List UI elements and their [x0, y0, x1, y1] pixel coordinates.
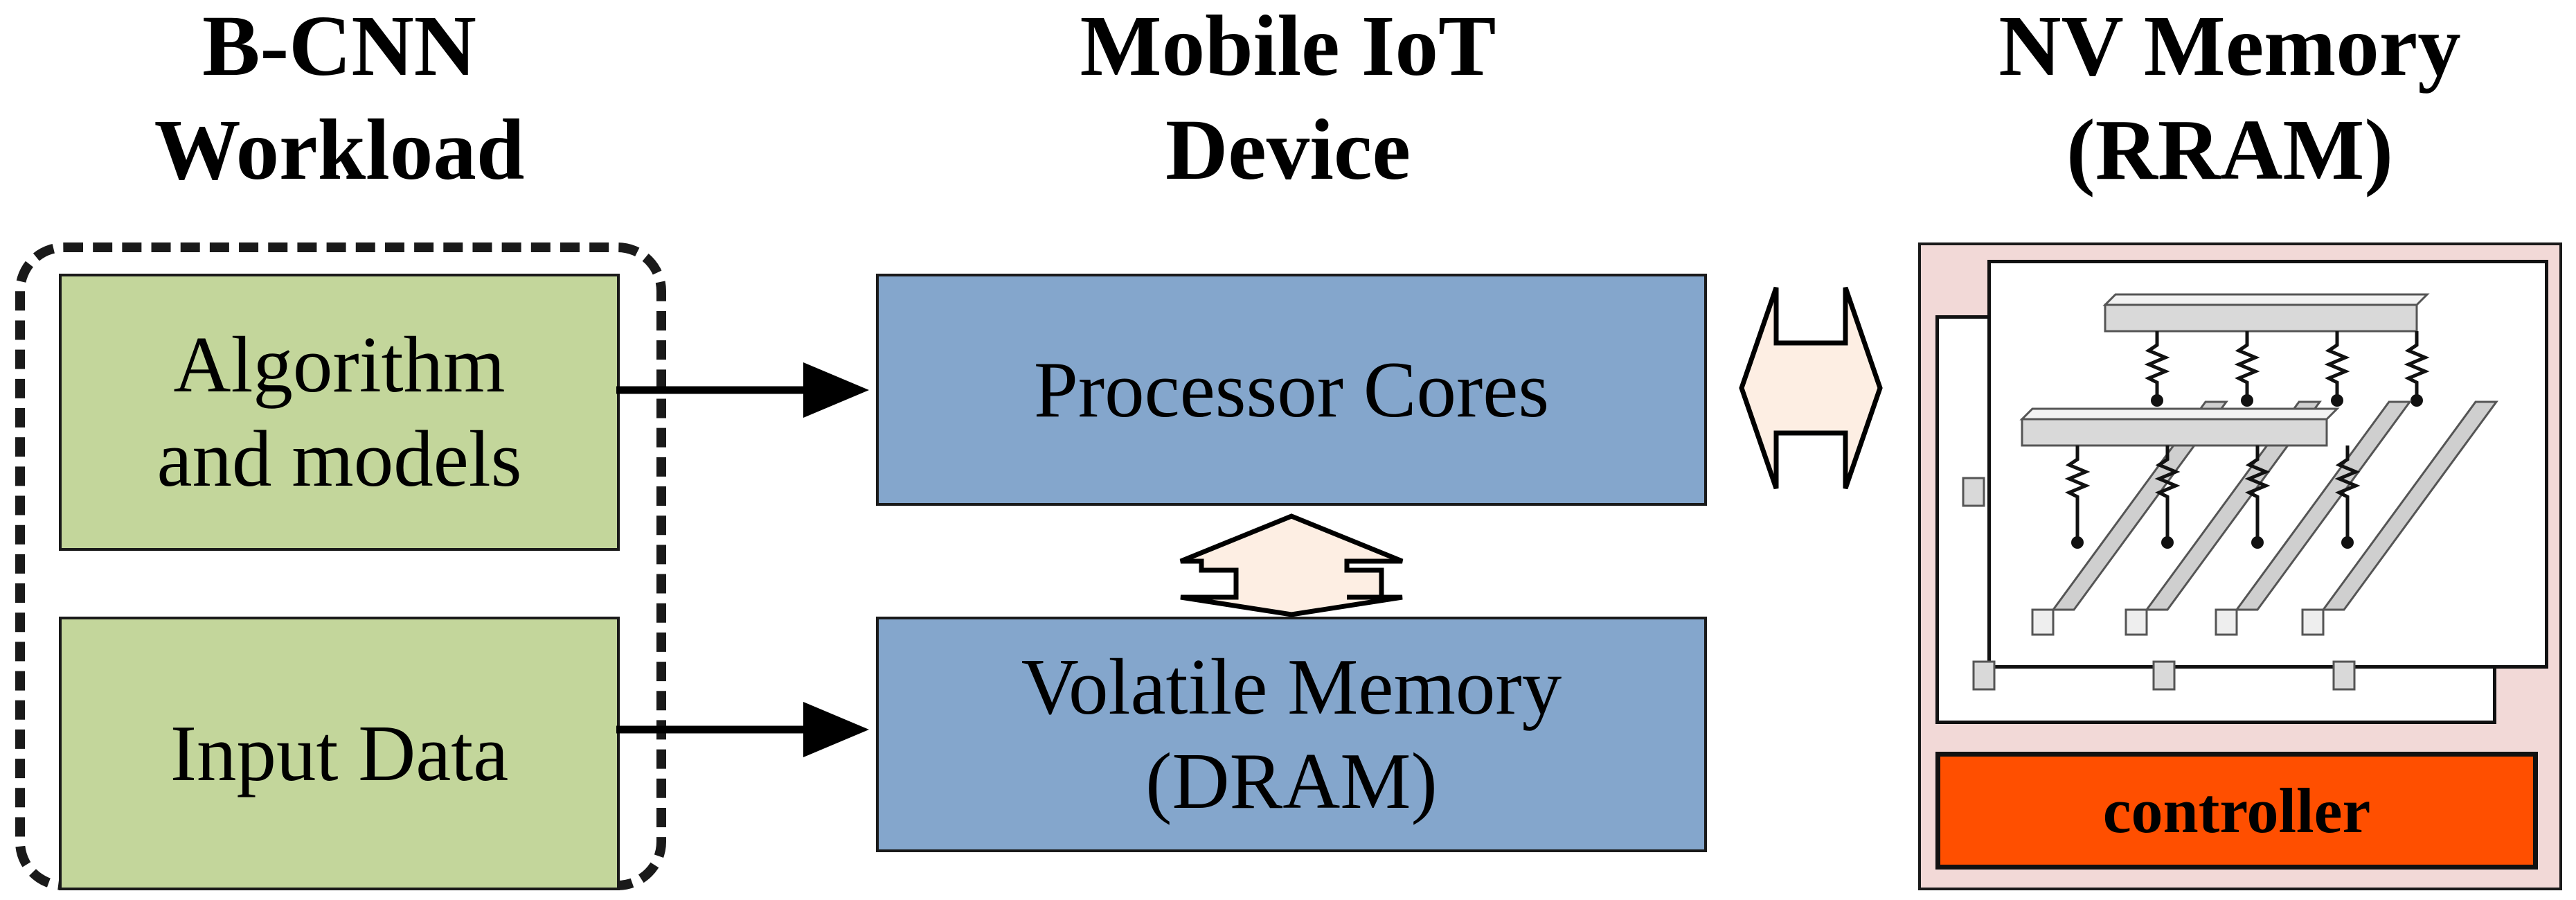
nvmemory-heading: NV Memory (RRAM) [1925, 0, 2534, 202]
input-data-box: Input Data [59, 617, 620, 890]
workload-heading-line-2: Workload [154, 103, 525, 198]
algorithm-box: Algorithm and models [59, 274, 620, 551]
nvmemory-heading-line-1: NV Memory [1998, 0, 2461, 94]
algorithm-to-processor-arrow [616, 362, 869, 418]
processor-cores-box: Processor Cores [876, 274, 1707, 506]
controller-box: controller [1935, 752, 2538, 870]
device-heading: Mobile IoT Device [1011, 0, 1565, 202]
device-nvmemory-double-arrow [1739, 286, 1883, 490]
volatile-memory-line-2: (DRAM) [1145, 737, 1438, 825]
input-data-box-label: Input Data [170, 709, 509, 797]
processor-dram-double-arrow [1179, 513, 1404, 617]
volatile-memory-line-1: Volatile Memory [1021, 643, 1562, 731]
input-to-volatile-arrow [616, 702, 869, 757]
processor-cores-label: Processor Cores [1033, 345, 1550, 434]
volatile-memory-box: Volatile Memory (DRAM) [876, 617, 1707, 852]
device-heading-line-1: Mobile IoT [1080, 0, 1496, 94]
device-heading-line-2: Device [1165, 103, 1411, 198]
algorithm-box-line-1: Algorithm [173, 321, 506, 409]
rram-crossbar-illustration [1962, 293, 2498, 691]
nvmemory-heading-line-2: (RRAM) [2066, 103, 2394, 198]
controller-label: controller [2102, 775, 2371, 846]
algorithm-box-line-2: and models [156, 415, 522, 503]
workload-heading: B-CNN Workload [69, 0, 609, 202]
workload-heading-line-1: B-CNN [202, 0, 476, 94]
